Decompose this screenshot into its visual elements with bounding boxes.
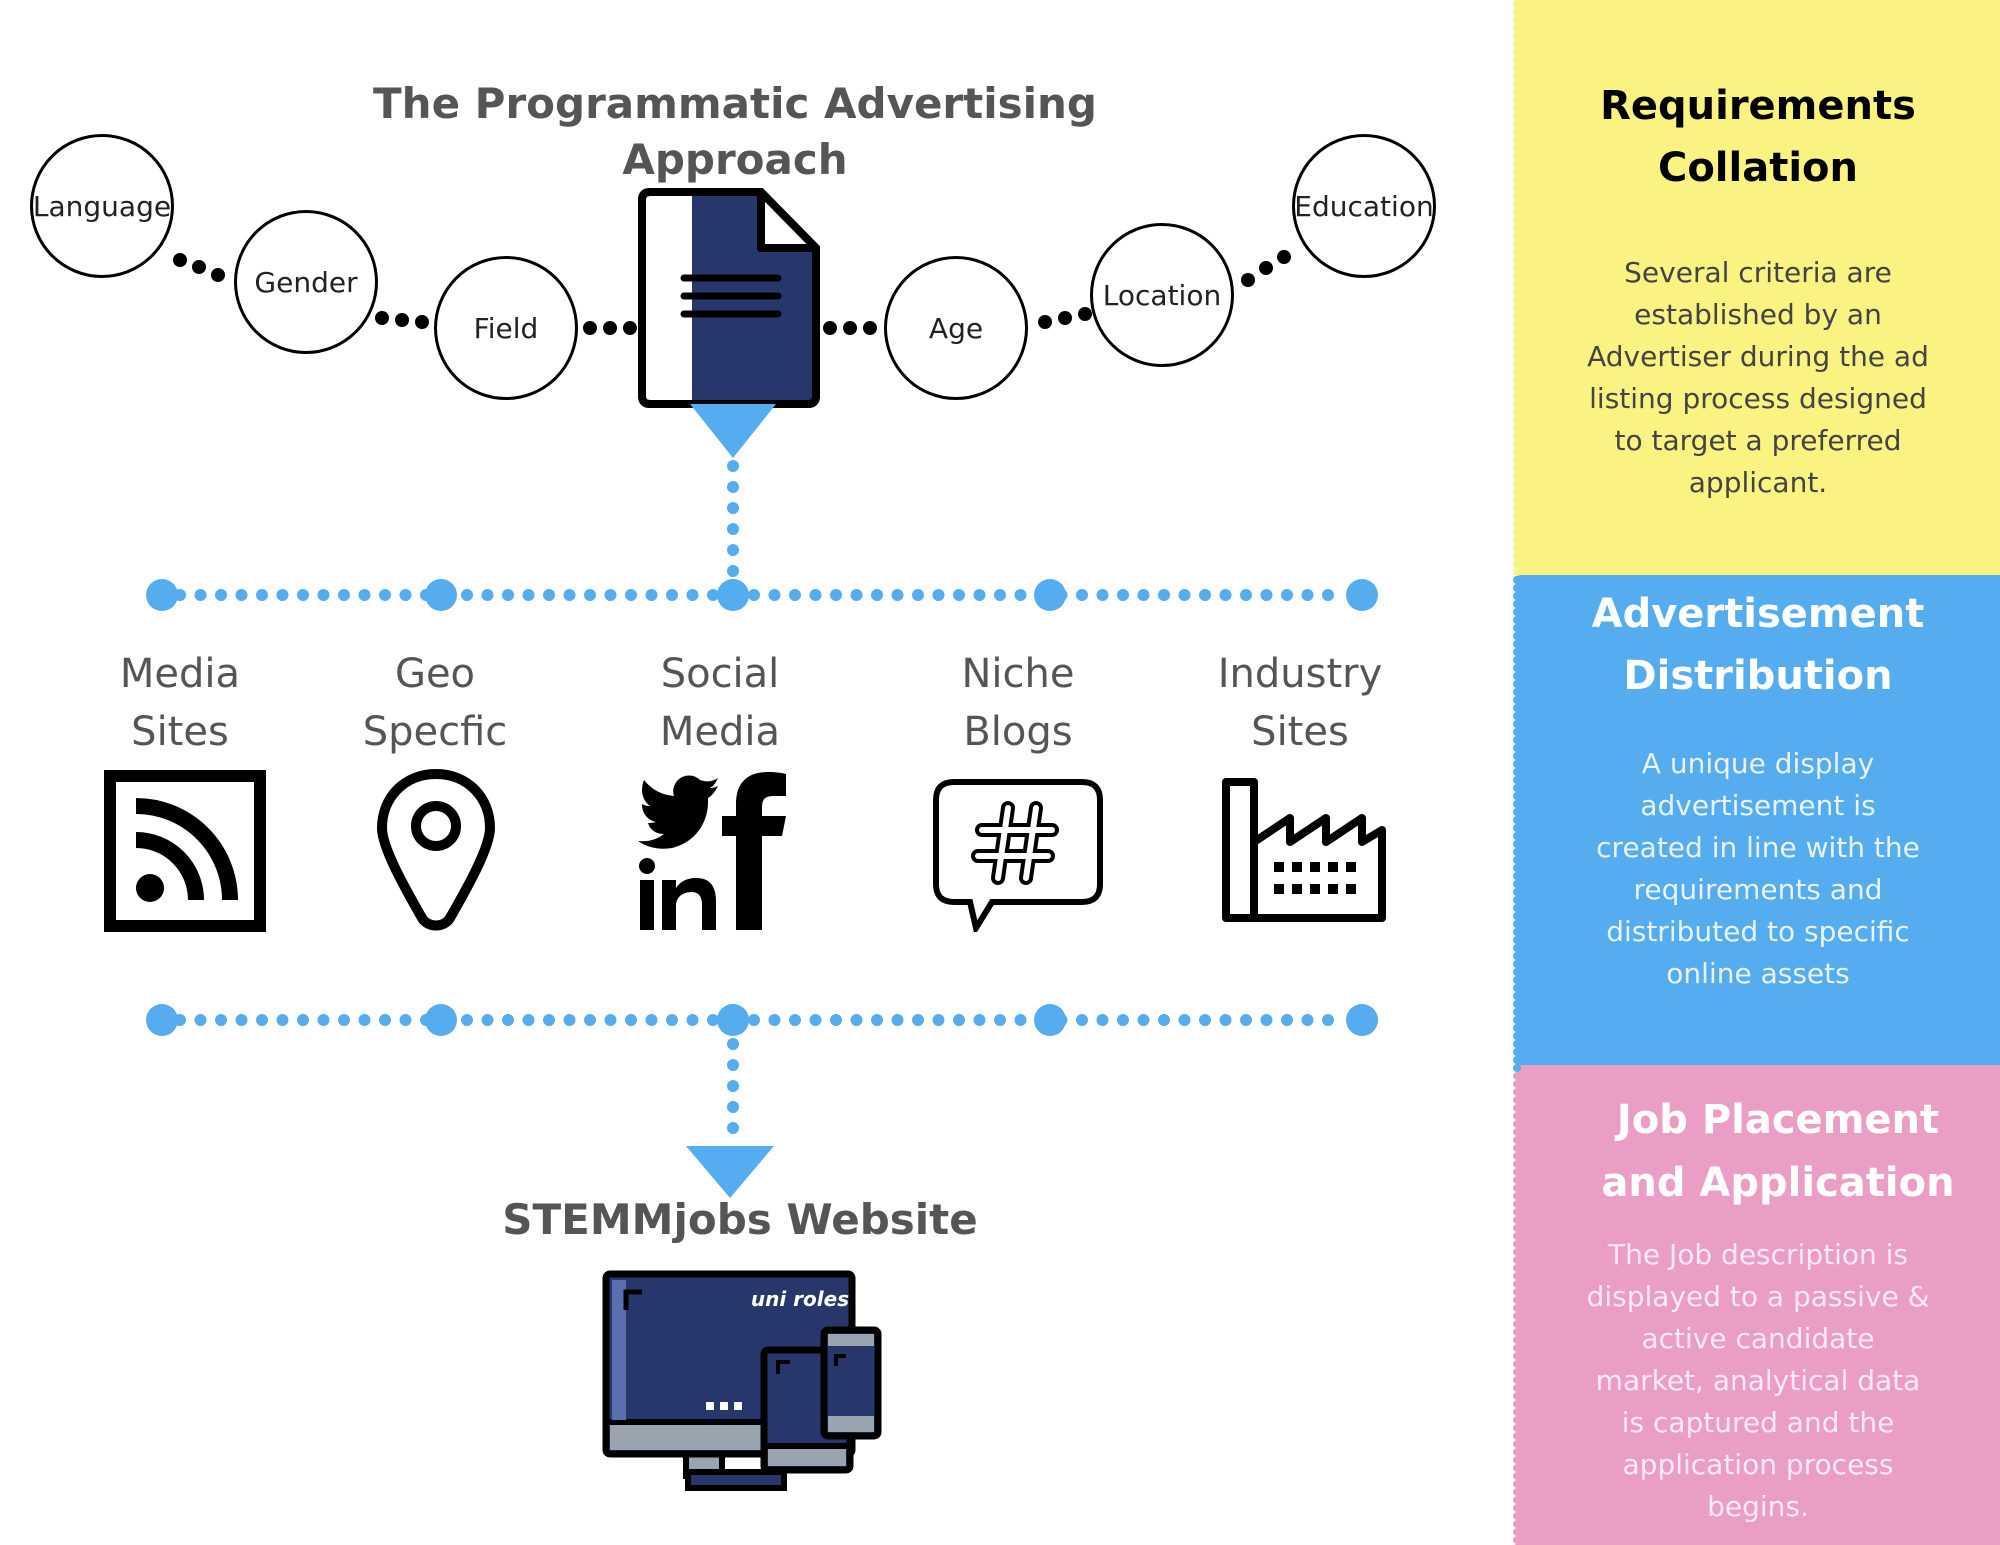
distribution-flow (146, 404, 1378, 1198)
panel-title-line: Distribution (1623, 653, 1893, 699)
channel-label-line: Blogs (963, 709, 1073, 755)
panel-body-line: begins. (1707, 1490, 1809, 1523)
panel-body-line: to target a preferred (1614, 424, 1902, 457)
social-media-icon (638, 772, 786, 930)
panel-body-line: is captured and the (1621, 1406, 1895, 1439)
channel-label-geo-specific: Geo Specfic (335, 645, 535, 761)
panel-body-line: requirements and (1633, 873, 1883, 906)
location-pin-icon (376, 768, 496, 931)
arrow-down-icon (690, 404, 776, 458)
website-label: STEMMjobs Website (502, 1195, 978, 1244)
criterion-location: Location (1090, 223, 1234, 367)
panel-body-line: listing process designed (1589, 382, 1927, 415)
criterion-gender: Gender (234, 210, 378, 354)
panel-title-line: Job Placement (1616, 1097, 1940, 1143)
panel-title-line: Collation (1657, 145, 1859, 191)
panel-body-line: online assets (1666, 957, 1850, 990)
criterion-label: Location (1102, 278, 1222, 312)
channel-label-line: Sites (131, 709, 229, 755)
panel-body-line: Advertiser during the ad (1587, 340, 1929, 373)
monitor-logo: uni roles (751, 1287, 849, 1311)
criterion-label: Age (928, 311, 984, 345)
panel-body-line: created in line with the (1596, 831, 1920, 864)
criterion-label: Education (1294, 189, 1434, 223)
panel-body: Several criteria are established by an A… (1536, 252, 1980, 504)
panel-body-line: The Job description is (1608, 1238, 1908, 1271)
criterion-label: Gender (254, 265, 358, 299)
criterion-label: Language (32, 189, 172, 223)
channel-label-line: Specfic (362, 709, 508, 755)
channel-label-line: Media (119, 651, 241, 697)
panel-body-line: displayed to a passive & (1586, 1280, 1930, 1313)
criterion-education: Education (1292, 134, 1436, 278)
panel-body-line: advertisement is (1640, 789, 1876, 822)
criterion-label: Field (473, 311, 539, 345)
panel-requirements-collation: Requirements Collation Several criteria … (1516, 0, 2000, 575)
channel-label-line: Niche (961, 651, 1075, 697)
channel-label-line: Social (660, 651, 780, 697)
panel-scallop-edge (1513, 0, 1521, 1545)
channel-label-niche-blogs: Niche Blogs (918, 645, 1118, 761)
panel-body-line: application process (1622, 1448, 1894, 1481)
panel-body-line: A unique display (1641, 747, 1875, 780)
panel-body-line: established by an (1634, 298, 1882, 331)
channel-label-industry-sites: Industry Sites (1200, 645, 1400, 761)
panel-body-line: applicant. (1688, 466, 1828, 499)
panel-title-line: Requirements (1600, 83, 1916, 129)
panel-body: A unique display advertisement is create… (1536, 743, 1980, 995)
panel-title-line: and Application (1601, 1160, 1955, 1206)
criterion-language: Language (30, 134, 174, 278)
arrow-down-icon (686, 1146, 774, 1198)
panel-body-line: active candidate (1641, 1322, 1875, 1355)
hashtag-chat-icon (933, 779, 1103, 932)
panel-body: The Job description is displayed to a pa… (1536, 1234, 1980, 1528)
channel-label-line: Geo (394, 651, 476, 697)
panel-body-line: market, analytical data (1595, 1364, 1921, 1397)
criterion-age: Age (884, 256, 1028, 400)
panel-advertisement-distribution: Advertisement Distribution A unique disp… (1516, 575, 2000, 1065)
channel-label-social-media: Social Media (620, 645, 820, 761)
channel-label-line: Media (659, 709, 781, 755)
criteria-connectors (173, 250, 1291, 335)
channel-label-line: Sites (1251, 709, 1349, 755)
channel-label-line: Industry (1217, 651, 1383, 697)
panel-job-placement: Job Placement and Application The Job de… (1516, 1065, 2000, 1545)
document-icon (638, 188, 820, 408)
criterion-field: Field (434, 256, 578, 400)
panel-title-line: Advertisement (1591, 591, 1925, 637)
diagram-title: The Programmatic Advertising Approach (373, 79, 1097, 184)
devices-monitor-icon: uni roles (602, 1270, 882, 1491)
factory-icon (1222, 778, 1386, 922)
panel-body-line: Several criteria are (1624, 256, 1892, 289)
panel-body-line: distributed to specific (1606, 915, 1910, 948)
channel-label-media-sites: Media Sites (80, 645, 280, 761)
rss-icon (104, 770, 266, 932)
